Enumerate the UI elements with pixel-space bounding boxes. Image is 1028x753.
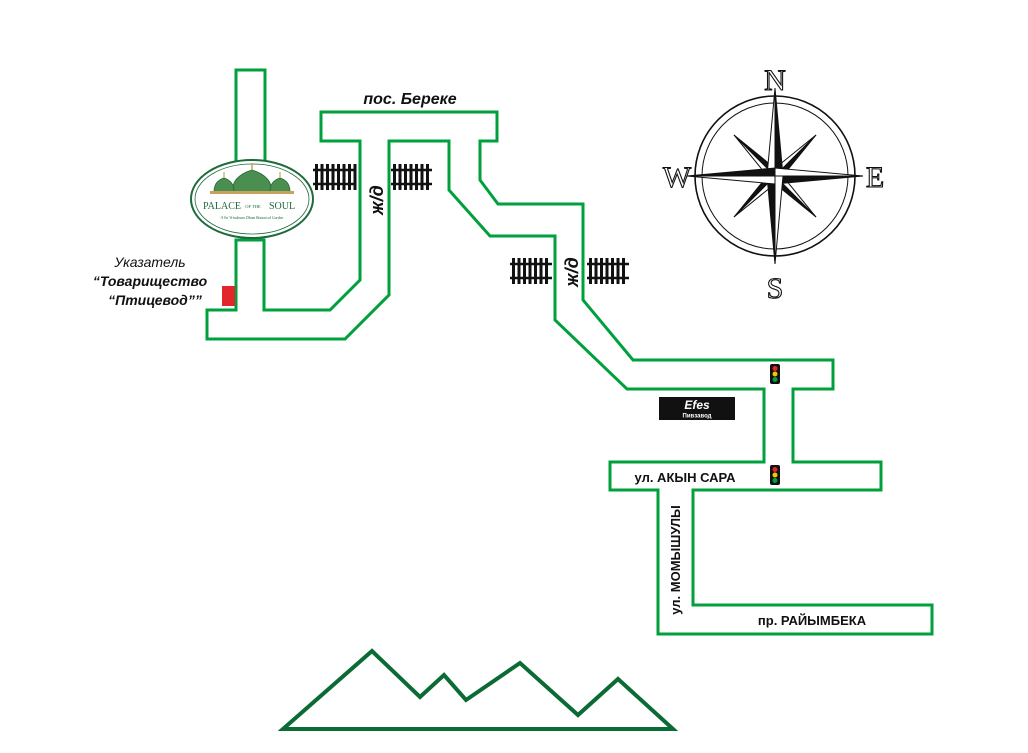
palace-logo-tagline: A Sri Vrindavan Dham Botanical Garden xyxy=(220,216,284,220)
palace-logo-soul: SOUL xyxy=(269,201,295,212)
traffic-light-icon xyxy=(770,465,780,485)
railway-track-icon xyxy=(313,164,432,190)
road-network xyxy=(205,68,934,636)
railway-track-icon xyxy=(510,258,629,284)
bereke-label: пос. Береке xyxy=(363,91,456,108)
street-raiymbeka: пр. РАЙЫМБЕКА xyxy=(758,613,867,628)
palace-logo-icon xyxy=(210,163,294,194)
efes-name: Efes xyxy=(684,398,710,412)
pointer-label-line3: “Птицевод”” xyxy=(108,292,202,308)
railway-crossing-left: ж/д xyxy=(313,164,432,216)
compass-west: W xyxy=(663,161,692,194)
road-north-stub xyxy=(234,68,267,164)
efes-sign xyxy=(659,397,735,420)
pointer-label-line1: Указатель xyxy=(113,254,185,270)
pointer-label-line2: “Товарищество xyxy=(93,273,208,289)
railway-label-right: ж/д xyxy=(562,257,582,287)
landmark-efes: Efes Пивзавод xyxy=(659,397,735,420)
road-left-loop xyxy=(205,110,934,636)
palace-logo-ofthe: OF THE xyxy=(245,204,261,209)
traffic-light-lower xyxy=(770,465,780,485)
palace-logo: PALACE OF THE SOUL A Sri Vrindavan Dham … xyxy=(190,159,314,239)
efes-subtitle: Пивзавод xyxy=(683,414,712,420)
compass-north: N xyxy=(764,64,786,97)
mountains-icon xyxy=(277,648,679,731)
pointer-sign: Указатель “Товарищество “Птицевод”” xyxy=(93,254,235,308)
railway-label-left: ж/д xyxy=(367,185,387,215)
street-momyshuly: ул. МОМЫШУЛЫ xyxy=(668,505,683,615)
railway-crossing-right: ж/д xyxy=(510,257,629,288)
traffic-light-upper xyxy=(770,364,780,384)
compass-rose-icon: N S E W xyxy=(662,63,884,305)
compass-south: S xyxy=(767,272,784,305)
pointer-sign-icon xyxy=(222,286,235,306)
street-akyn-sara: ул. АКЫН САРА xyxy=(635,470,737,485)
palace-logo-main: PALACE xyxy=(203,201,241,212)
compass-east: E xyxy=(866,161,884,194)
traffic-light-icon xyxy=(770,364,780,384)
